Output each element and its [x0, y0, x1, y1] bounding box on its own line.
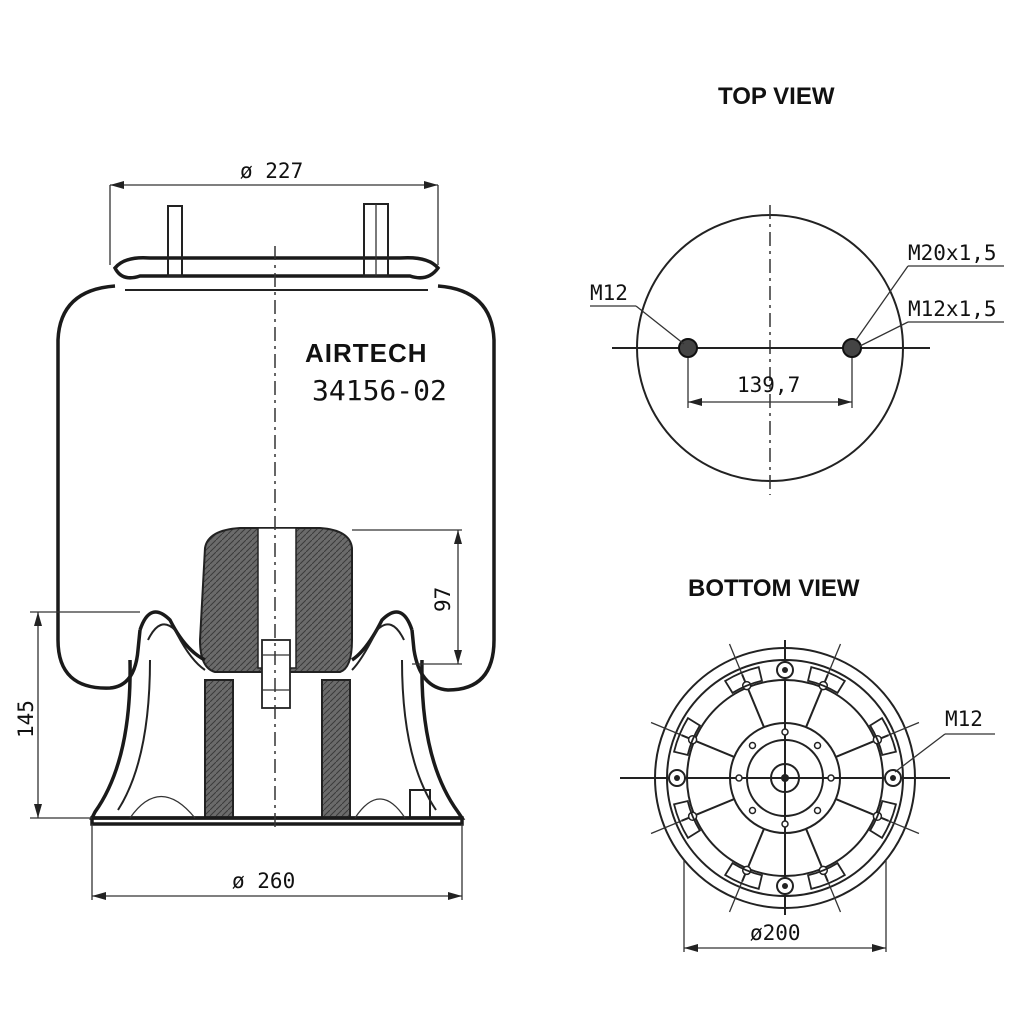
top-view-title: TOP VIEW: [718, 83, 835, 110]
height-label: 145: [14, 700, 38, 738]
bottom-slot: [806, 665, 847, 695]
bottom-tick: [650, 721, 682, 736]
bottom-view-title: BOTTOM VIEW: [688, 575, 860, 602]
top-view: TOP VIEW 139,7 M12 M20x1,5 M12x1,5: [590, 83, 1004, 495]
piston-leg-right: [321, 679, 351, 819]
part-number: 34156-02: [312, 374, 447, 407]
bottom-bolt-center: [890, 775, 896, 781]
bottom-slot: [723, 665, 764, 695]
bottom-tick: [827, 643, 842, 675]
hub-hole: [827, 774, 835, 782]
bottom-tick: [888, 721, 920, 736]
bottom-slots: [672, 665, 898, 891]
bottom-bolt-center: [782, 883, 788, 889]
bottom-bolt-center: [782, 667, 788, 673]
dim-top-diameter: ø 227: [109, 159, 439, 265]
base-diameter-label: ø 260: [232, 869, 295, 893]
top-left-bolt-label: M12: [590, 281, 628, 305]
top-diameter-label: ø 227: [240, 159, 303, 183]
bottom-slot: [868, 799, 898, 840]
left-stud: [167, 205, 183, 277]
bottom-tick: [650, 820, 682, 835]
base-plate: [90, 816, 464, 826]
top-plate: [112, 203, 441, 291]
hub-hole: [735, 774, 743, 782]
hub-hole: [813, 741, 822, 750]
bottom-tick: [888, 820, 920, 835]
hub-hole: [748, 806, 757, 815]
bottom-tick: [728, 643, 743, 675]
brand-name: AIRTECH: [305, 338, 428, 368]
piston-bolt: [261, 639, 291, 709]
piston-height-label: 97: [431, 587, 455, 612]
bottom-tick: [827, 881, 842, 913]
piston-leg-left: [204, 679, 234, 819]
dim-base-diameter: ø 260: [91, 824, 463, 900]
hub-hole: [813, 806, 822, 815]
hub-hole: [781, 728, 789, 736]
bottom-slot: [672, 716, 702, 757]
dim-height: 145: [14, 611, 140, 819]
bolt-spacing-label: 139,7: [737, 373, 800, 397]
bottom-slot: [868, 716, 898, 757]
top-right-bolt-label-2: M12x1,5: [908, 297, 997, 321]
dim-piston-height: 97: [352, 529, 462, 665]
side-view: AIRTECH 34156-02 ø 227 97 145: [14, 159, 496, 900]
bottom-slot: [806, 861, 847, 891]
bottom-bolt-center: [674, 775, 680, 781]
bottom-slot: [672, 799, 702, 840]
top-bolt-right: [842, 338, 862, 358]
bottom-view: BOTTOM VIEW M12 ø200: [620, 575, 995, 952]
bottom-bolt-label: M12: [945, 707, 983, 731]
hub-hole: [748, 741, 757, 750]
top-right-bolt-label-1: M20x1,5: [908, 241, 997, 265]
hub-hole: [781, 820, 789, 828]
bottom-diameter-label: ø200: [750, 921, 801, 945]
bottom-slot: [723, 861, 764, 891]
bottom-tick: [728, 881, 743, 913]
